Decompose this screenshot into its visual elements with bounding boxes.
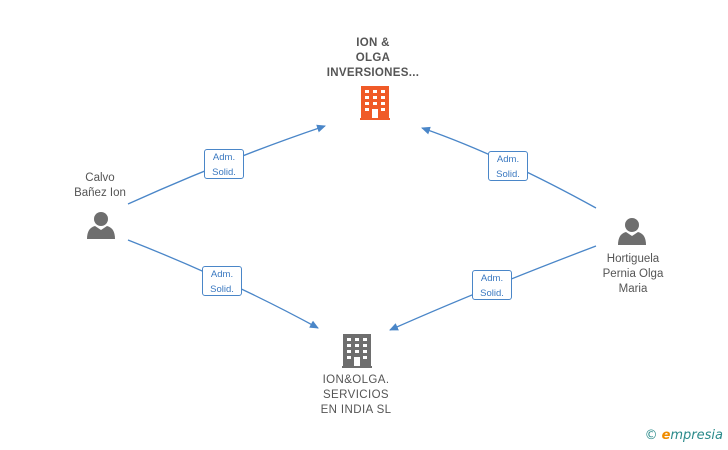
edge-label-line1: Adm. [212,152,236,163]
edge-label-line1: Adm. [480,273,504,284]
person-left-label: Calvo Bañez Ion [74,172,126,199]
person-right-label: Hortiguela Pernia Olga Maria [602,253,664,295]
company-top-label: ION & OLGA INVERSIONES... [326,37,420,79]
brand-watermark: ©empresia [645,428,723,443]
copyright-symbol: © [644,428,658,443]
person-icon[interactable] [86,211,116,239]
edge-label-line2: Solid. [480,288,504,299]
edge-label-line2: Solid. [210,284,234,295]
edge-label: Adm. Solid. [472,270,512,300]
brand-logo-text: mpresia [670,428,723,443]
edge-label-line1: Adm. [210,269,234,280]
edge-label: Adm. Solid. [202,266,242,296]
building-icon[interactable] [360,86,390,120]
person-icon[interactable] [617,217,647,245]
edge-label-line2: Solid. [212,167,236,178]
building-icon[interactable] [342,334,372,368]
edge-label-line2: Solid. [496,169,520,180]
edge-label: Adm. Solid. [488,151,528,181]
brand-logo-initial: e [661,428,671,443]
edge-label: Adm. Solid. [204,149,244,179]
edge-label-line1: Adm. [496,154,520,165]
company-bottom-label: ION&OLGA. SERVICIOS EN INDIA SL [320,374,392,416]
